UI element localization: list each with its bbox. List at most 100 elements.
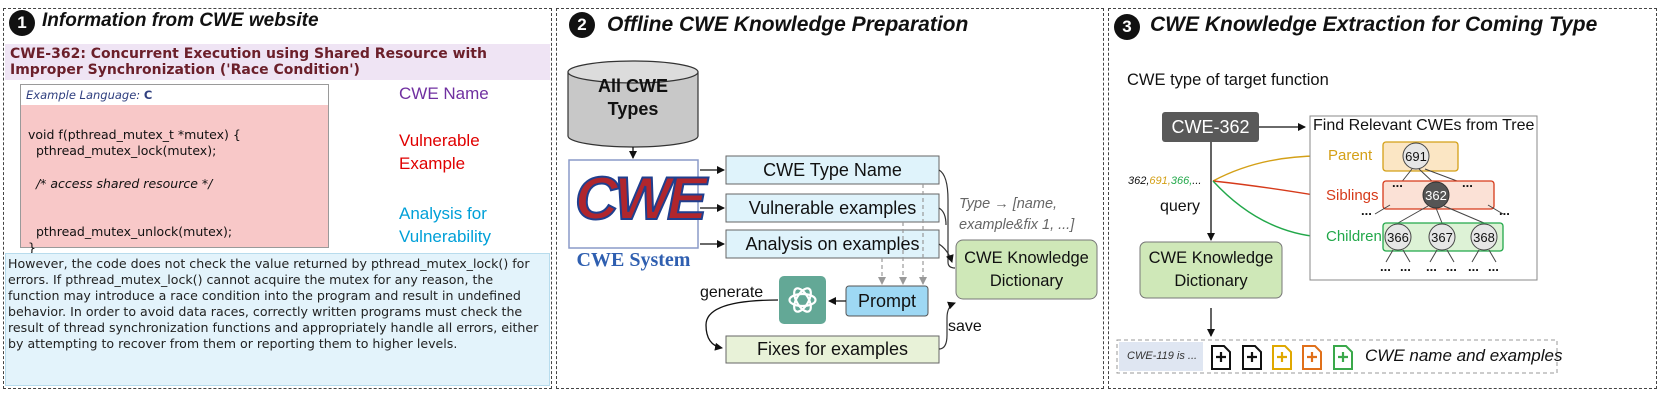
doc-icon-black-1 bbox=[1211, 345, 1231, 370]
tree-edge bbox=[1374, 204, 1391, 215]
tree-edge bbox=[1443, 205, 1485, 224]
node-parent-label: 691 bbox=[1405, 148, 1427, 164]
node-self-label: 362 bbox=[1425, 187, 1447, 203]
analysis-box bbox=[5, 253, 550, 386]
type-mapping-note: Type → [name, example&fix 1, ...] bbox=[959, 196, 1075, 233]
code-block: void f(pthread_mutex_t *mutex) { pthread… bbox=[28, 111, 241, 272]
item3-to-dict-arrow bbox=[938, 243, 954, 263]
node-parent bbox=[1402, 142, 1430, 170]
code-line: } bbox=[28, 240, 36, 256]
label-cwe-name: CWE Name bbox=[399, 84, 489, 103]
panel2-number-badge: 2 bbox=[569, 12, 595, 38]
tree-edge bbox=[1397, 205, 1429, 224]
ellipsis: ... bbox=[1499, 203, 1510, 218]
seq-item-more: ... bbox=[1192, 175, 1202, 187]
p3-dictionary-box bbox=[1139, 241, 1283, 299]
save-arrow bbox=[938, 301, 956, 350]
item1-to-dict-connector bbox=[938, 169, 956, 269]
example-language-value: C bbox=[143, 88, 153, 102]
child-edges bbox=[1385, 249, 1497, 263]
item-vulnerable-examples: Vulnerable examples bbox=[748, 197, 917, 218]
target-function-label: CWE type of target function bbox=[1127, 71, 1329, 89]
code-line: pthread_mutex_unlock(mutex); bbox=[28, 223, 233, 239]
cwe-heading bbox=[5, 44, 550, 80]
parent-label: Parent bbox=[1328, 147, 1373, 164]
label-vulnerable-example: Vulnerable Example bbox=[399, 131, 480, 173]
panel-cwe-website bbox=[3, 8, 552, 389]
ellipsis: ... bbox=[1361, 203, 1372, 218]
database-label: All CWE Types bbox=[598, 76, 668, 119]
parent-connector bbox=[1212, 155, 1321, 182]
tree-edge bbox=[1435, 207, 1443, 224]
node-child-366 bbox=[1384, 223, 1412, 251]
p3-dictionary-label: CWE Knowledge Dictionary bbox=[1148, 249, 1274, 290]
generate-label: generate bbox=[700, 284, 764, 301]
output-prefix: CWE-119 is ... bbox=[1127, 350, 1198, 362]
code-line: /* access shared resource */ bbox=[28, 175, 213, 191]
ellipsis: ... bbox=[1446, 259, 1457, 274]
example-language-bar bbox=[21, 85, 328, 105]
node-child-366-label: 366 bbox=[1387, 229, 1409, 245]
panel-knowledge-extraction bbox=[1108, 8, 1657, 389]
cwe-logo-frame bbox=[568, 159, 699, 249]
node-child-368-label: 368 bbox=[1473, 229, 1495, 245]
dictionary-label: CWE Knowledge Dictionary bbox=[964, 248, 1089, 290]
query-label: query bbox=[1160, 198, 1201, 215]
cwe-sequence: 362,691,366,... bbox=[1128, 175, 1201, 187]
panel3-number-badge: 3 bbox=[1114, 14, 1140, 40]
example-language-label: Example Language: C bbox=[26, 88, 153, 102]
panel1-number-badge: 1 bbox=[9, 10, 35, 36]
fixes-label: Fixes for examples bbox=[756, 339, 909, 359]
cwe-heading-text: CWE-362: Concurrent Execution using Shar… bbox=[10, 46, 487, 78]
item-cwe-type-name: CWE Type Name bbox=[763, 159, 902, 180]
find-relevant-label: Find Relevant CWEs from Tree bbox=[1313, 117, 1535, 134]
doc-icon-green bbox=[1333, 345, 1353, 370]
code-line: void f(pthread_mutex_t *mutex) { bbox=[28, 127, 241, 143]
ellipsis: ... bbox=[1400, 259, 1411, 274]
ellipsis: ... bbox=[1426, 259, 1437, 274]
panel2-title: Offline CWE Knowledge Preparation bbox=[607, 13, 969, 36]
ellipsis: ... bbox=[1468, 259, 1479, 274]
siblings-label: Siblings bbox=[1326, 187, 1379, 204]
ellipsis: ... bbox=[1380, 259, 1391, 274]
ellipsis: ... bbox=[1392, 175, 1403, 190]
save-label: save bbox=[948, 318, 982, 335]
dictionary-box bbox=[955, 239, 1098, 300]
node-child-367-label: 367 bbox=[1431, 229, 1453, 245]
item2-to-dict-connector bbox=[938, 207, 947, 226]
panel-offline-preparation bbox=[556, 8, 1104, 389]
children-connector bbox=[1212, 180, 1321, 238]
node-child-367 bbox=[1428, 223, 1456, 251]
analysis-text: However, the code does not check the val… bbox=[8, 256, 539, 352]
doc-icon-black-2 bbox=[1242, 345, 1262, 370]
output-prefix-bg bbox=[1119, 342, 1203, 371]
node-child-368 bbox=[1470, 223, 1498, 251]
code-example-box bbox=[20, 84, 329, 248]
label-analysis: Analysis for Vulnerability bbox=[399, 204, 491, 246]
generate-arrow bbox=[705, 299, 779, 351]
all-cwe-types-database bbox=[567, 60, 699, 148]
panel1-title: Information from CWE website bbox=[42, 10, 319, 31]
output-label: CWE name and examples bbox=[1365, 346, 1563, 365]
children-label: Children bbox=[1326, 228, 1382, 245]
doc-icon-yellow bbox=[1272, 345, 1292, 370]
cwe-362-box bbox=[1162, 112, 1259, 142]
cwe-logo-text: CWE bbox=[574, 164, 708, 233]
item-cwe-type-name-box bbox=[725, 155, 940, 185]
ellipsis: ... bbox=[1462, 175, 1473, 190]
doc-icon-orange bbox=[1302, 345, 1322, 370]
code-line: pthread_mutex_lock(mutex); bbox=[28, 143, 217, 159]
cwe-362-label: CWE-362 bbox=[1171, 116, 1250, 137]
chatgpt-icon bbox=[779, 276, 826, 324]
seq-item-366: 366, bbox=[1170, 175, 1193, 187]
cwe-system-label: CWE System bbox=[576, 249, 691, 271]
ellipsis: ... bbox=[1488, 259, 1499, 274]
siblings-connector bbox=[1212, 180, 1321, 197]
item-analysis-examples: Analysis on examples bbox=[745, 233, 920, 254]
panel3-title: CWE Knowledge Extraction for Coming Type bbox=[1150, 13, 1598, 36]
seq-item-362: 362, bbox=[1128, 175, 1150, 187]
seq-item-691: 691, bbox=[1149, 175, 1171, 187]
item-vulnerable-examples-box bbox=[725, 193, 940, 223]
